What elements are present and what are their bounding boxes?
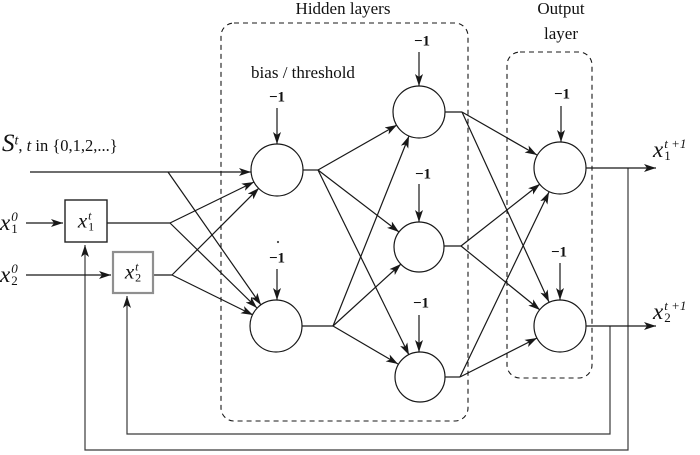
x1-to-h11 bbox=[169, 181, 255, 224]
signal-comma: , bbox=[18, 136, 27, 155]
input-signal-label: St, t in {0,1,2,...} bbox=[2, 130, 118, 158]
output-node-1 bbox=[533, 141, 587, 195]
h23-to-o1 bbox=[459, 191, 550, 378]
h21-to-o1 bbox=[461, 111, 538, 156]
signal-symbol: S bbox=[2, 130, 15, 157]
x1-to-h12 bbox=[169, 222, 258, 309]
output-node-2 bbox=[533, 299, 587, 353]
h12-to-h22 bbox=[332, 263, 402, 327]
signal-superscript: t bbox=[14, 133, 19, 149]
stray-dot bbox=[276, 240, 280, 244]
signal-domain: in {0,1,2,...} bbox=[31, 136, 118, 155]
hidden-layers-box bbox=[220, 22, 469, 422]
bias-value-h23: −1 bbox=[412, 295, 430, 312]
output-layer-title: Output layer bbox=[537, 0, 584, 46]
hidden-layers-title: Hidden layers bbox=[295, 0, 391, 18]
output-layer-title-line2: layer bbox=[544, 24, 578, 43]
output-layer-title-line1: Output bbox=[537, 0, 585, 18]
output-layer-box bbox=[506, 51, 593, 379]
bias-value-h11: −1 bbox=[268, 89, 286, 106]
feedback-loop-x1 bbox=[81, 168, 629, 451]
hidden2-node-1 bbox=[392, 85, 446, 139]
bias-value-h21: −1 bbox=[413, 33, 431, 50]
x2-state-box bbox=[111, 250, 155, 295]
hidden1-node-1 bbox=[250, 143, 304, 197]
bias-value-h12: −1 bbox=[268, 250, 286, 267]
bias-value-o1: −1 bbox=[553, 86, 571, 103]
h22-to-o1 bbox=[460, 183, 541, 247]
h11-to-h22 bbox=[317, 169, 400, 233]
h21-to-o2 bbox=[461, 111, 550, 303]
h23-to-o2 bbox=[459, 337, 538, 378]
hidden2-node-3 bbox=[394, 351, 446, 403]
h12-to-h23 bbox=[332, 325, 399, 365]
h22-to-o2 bbox=[460, 245, 541, 311]
signal-to-h12 bbox=[167, 171, 262, 306]
signal-time-var: t bbox=[26, 136, 32, 155]
bias-value-h22: −1 bbox=[414, 166, 432, 183]
hidden2-node-2 bbox=[393, 221, 445, 273]
x1-state-box bbox=[64, 199, 108, 243]
h12-to-h21 bbox=[332, 135, 410, 327]
h11-to-h21 bbox=[317, 124, 398, 171]
bias-value-o2: −1 bbox=[550, 244, 568, 261]
x2-to-h12 bbox=[171, 274, 254, 316]
feedback-loop-x2 bbox=[123, 296, 611, 435]
h11-to-h23 bbox=[317, 169, 410, 356]
x2-to-h11 bbox=[171, 187, 260, 276]
hidden1-node-2 bbox=[249, 299, 303, 353]
bias-threshold-label: bias / threshold bbox=[251, 63, 355, 82]
